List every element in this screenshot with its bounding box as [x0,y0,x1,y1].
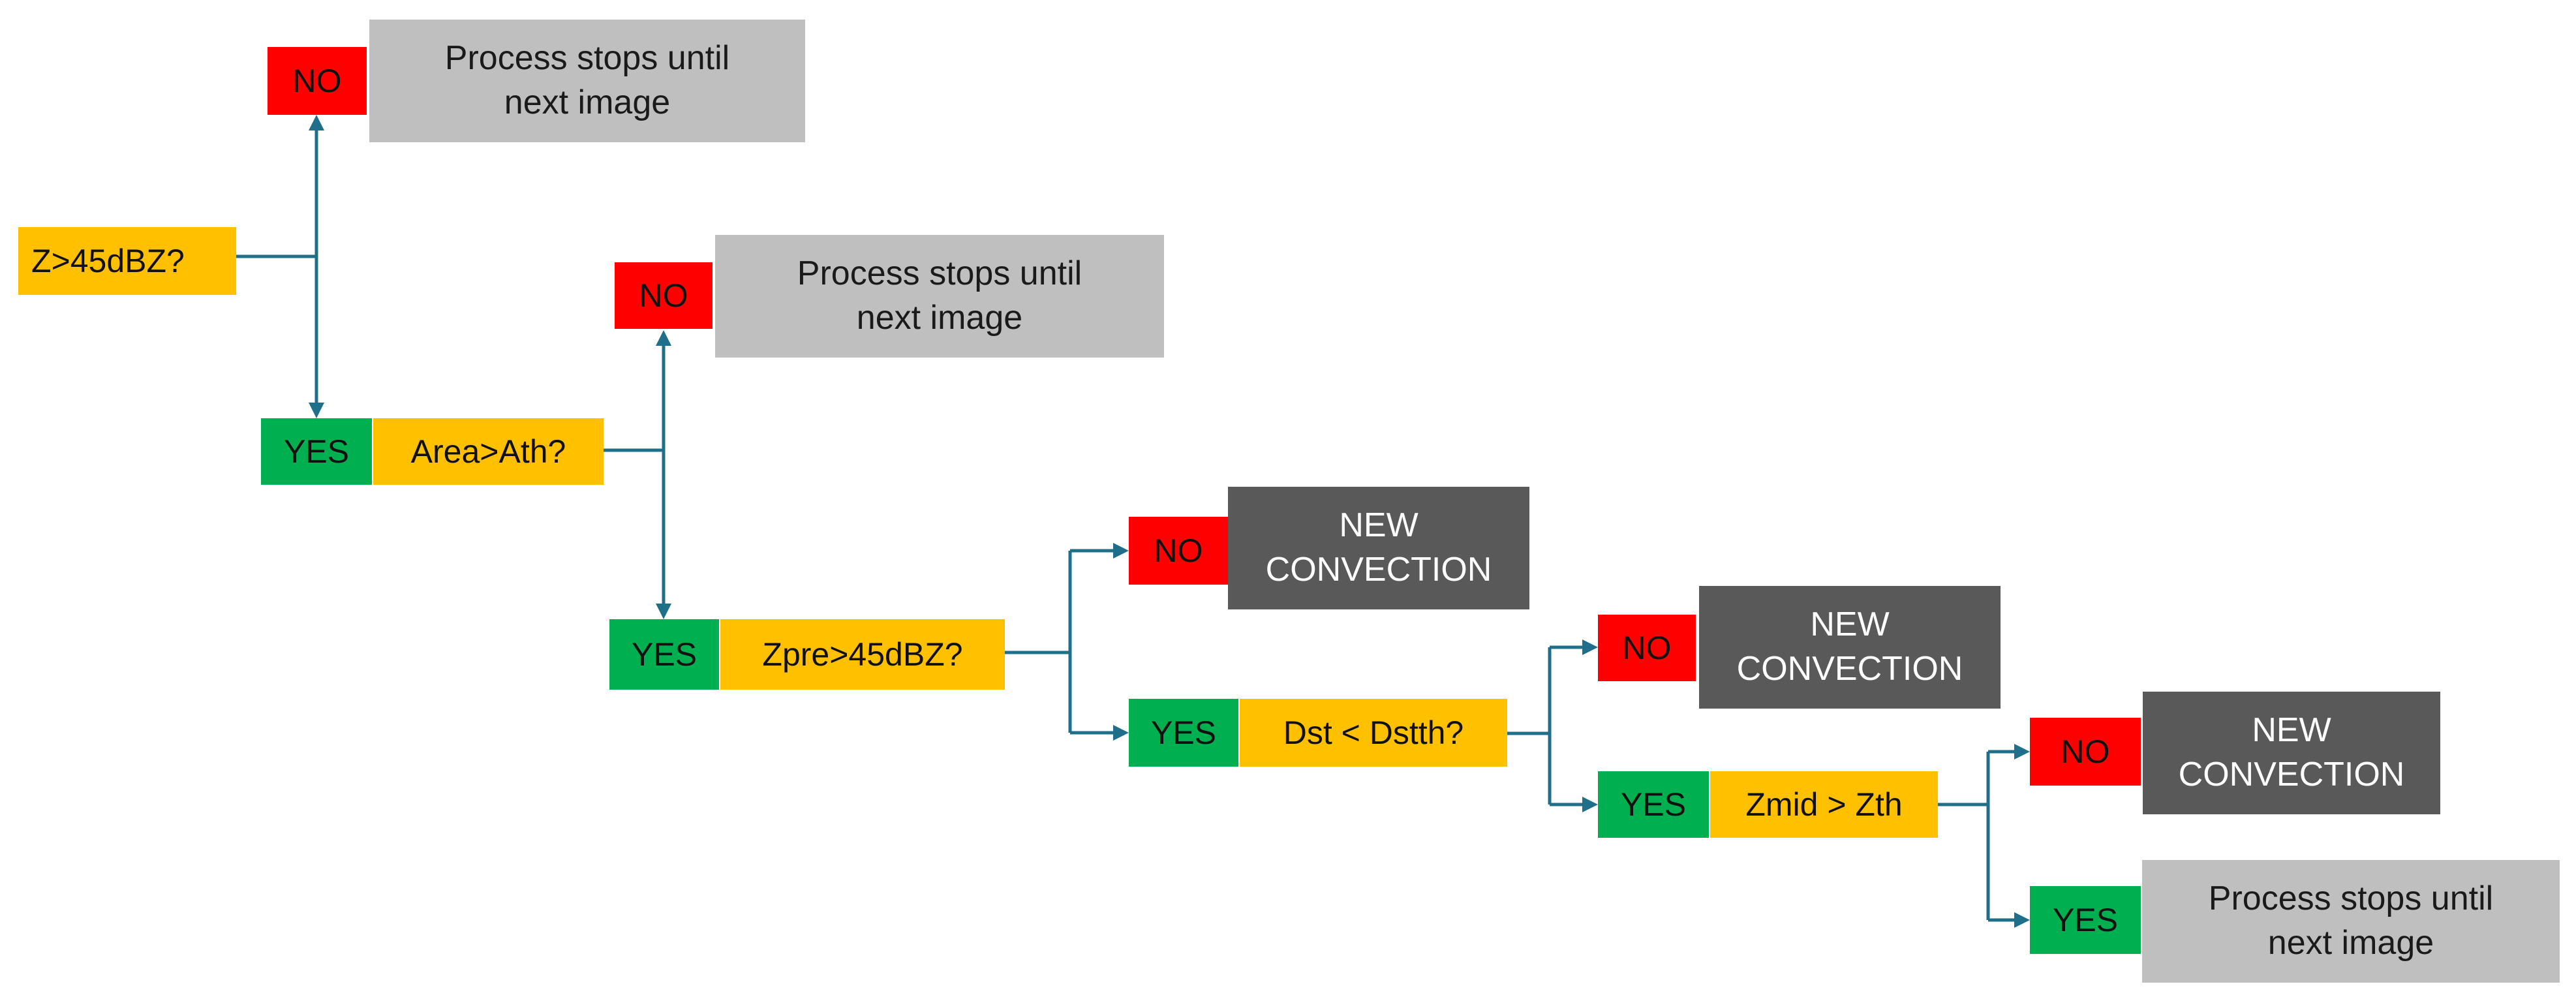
stop-text-line2: next image [504,84,671,121]
new-convection-box-2: NEW CONVECTION [1699,586,2001,709]
arrow-head [1113,543,1129,559]
yes-box-1: YES [261,418,372,485]
dst-condition: Dst < Dstth? [1240,699,1507,767]
arrow-head [1582,797,1598,812]
arrow-head [2014,912,2030,928]
yes-box-2: YES [609,619,719,690]
area-condition: Area>Ath? [373,418,604,485]
arrow-head [309,403,324,418]
zmid-condition: Zmid > Zth [1710,771,1938,838]
new-convection-line1: NEW [2252,711,2331,750]
stop-text-line2: next image [856,299,1023,337]
arrow-head [1113,725,1129,741]
arrow-head [2014,744,2030,759]
arrow-head [656,330,671,346]
new-convection-box-1: NEW CONVECTION [1228,487,1529,609]
no-box-5: NO [2030,718,2141,786]
new-convection-line2: CONVECTION [2178,756,2405,793]
yes-box-4: YES [1598,771,1709,838]
stop-text-line1: Process stops until [444,39,730,78]
new-convection-line1: NEW [1810,606,1890,644]
zpre-condition: Zpre>45dBZ? [720,619,1005,690]
no-box-4: NO [1598,615,1696,681]
z-threshold-condition: Z>45dBZ? [18,227,236,295]
arrow-head [309,115,324,130]
stop-text-line1: Process stops until [2208,880,2494,918]
yes-box-5: YES [2030,886,2141,954]
process-stops-box-2: Process stops until next image [715,235,1164,358]
stop-text-line2: next image [2267,924,2434,962]
no-box-3: NO [1129,517,1228,585]
yes-box-3: YES [1129,699,1238,767]
new-convection-line1: NEW [1339,506,1418,545]
arrow-head [1582,639,1598,655]
new-convection-line2: CONVECTION [1736,650,1963,688]
no-box-1: NO [268,47,367,115]
stop-text-line1: Process stops until [797,254,1082,293]
process-stops-box-3: Process stops until next image [2142,860,2560,983]
new-convection-line2: CONVECTION [1265,551,1492,589]
process-stops-box-1: Process stops until next image [369,20,805,142]
arrow-head [656,604,671,619]
new-convection-box-3: NEW CONVECTION [2143,692,2440,814]
no-box-2: NO [615,262,713,329]
